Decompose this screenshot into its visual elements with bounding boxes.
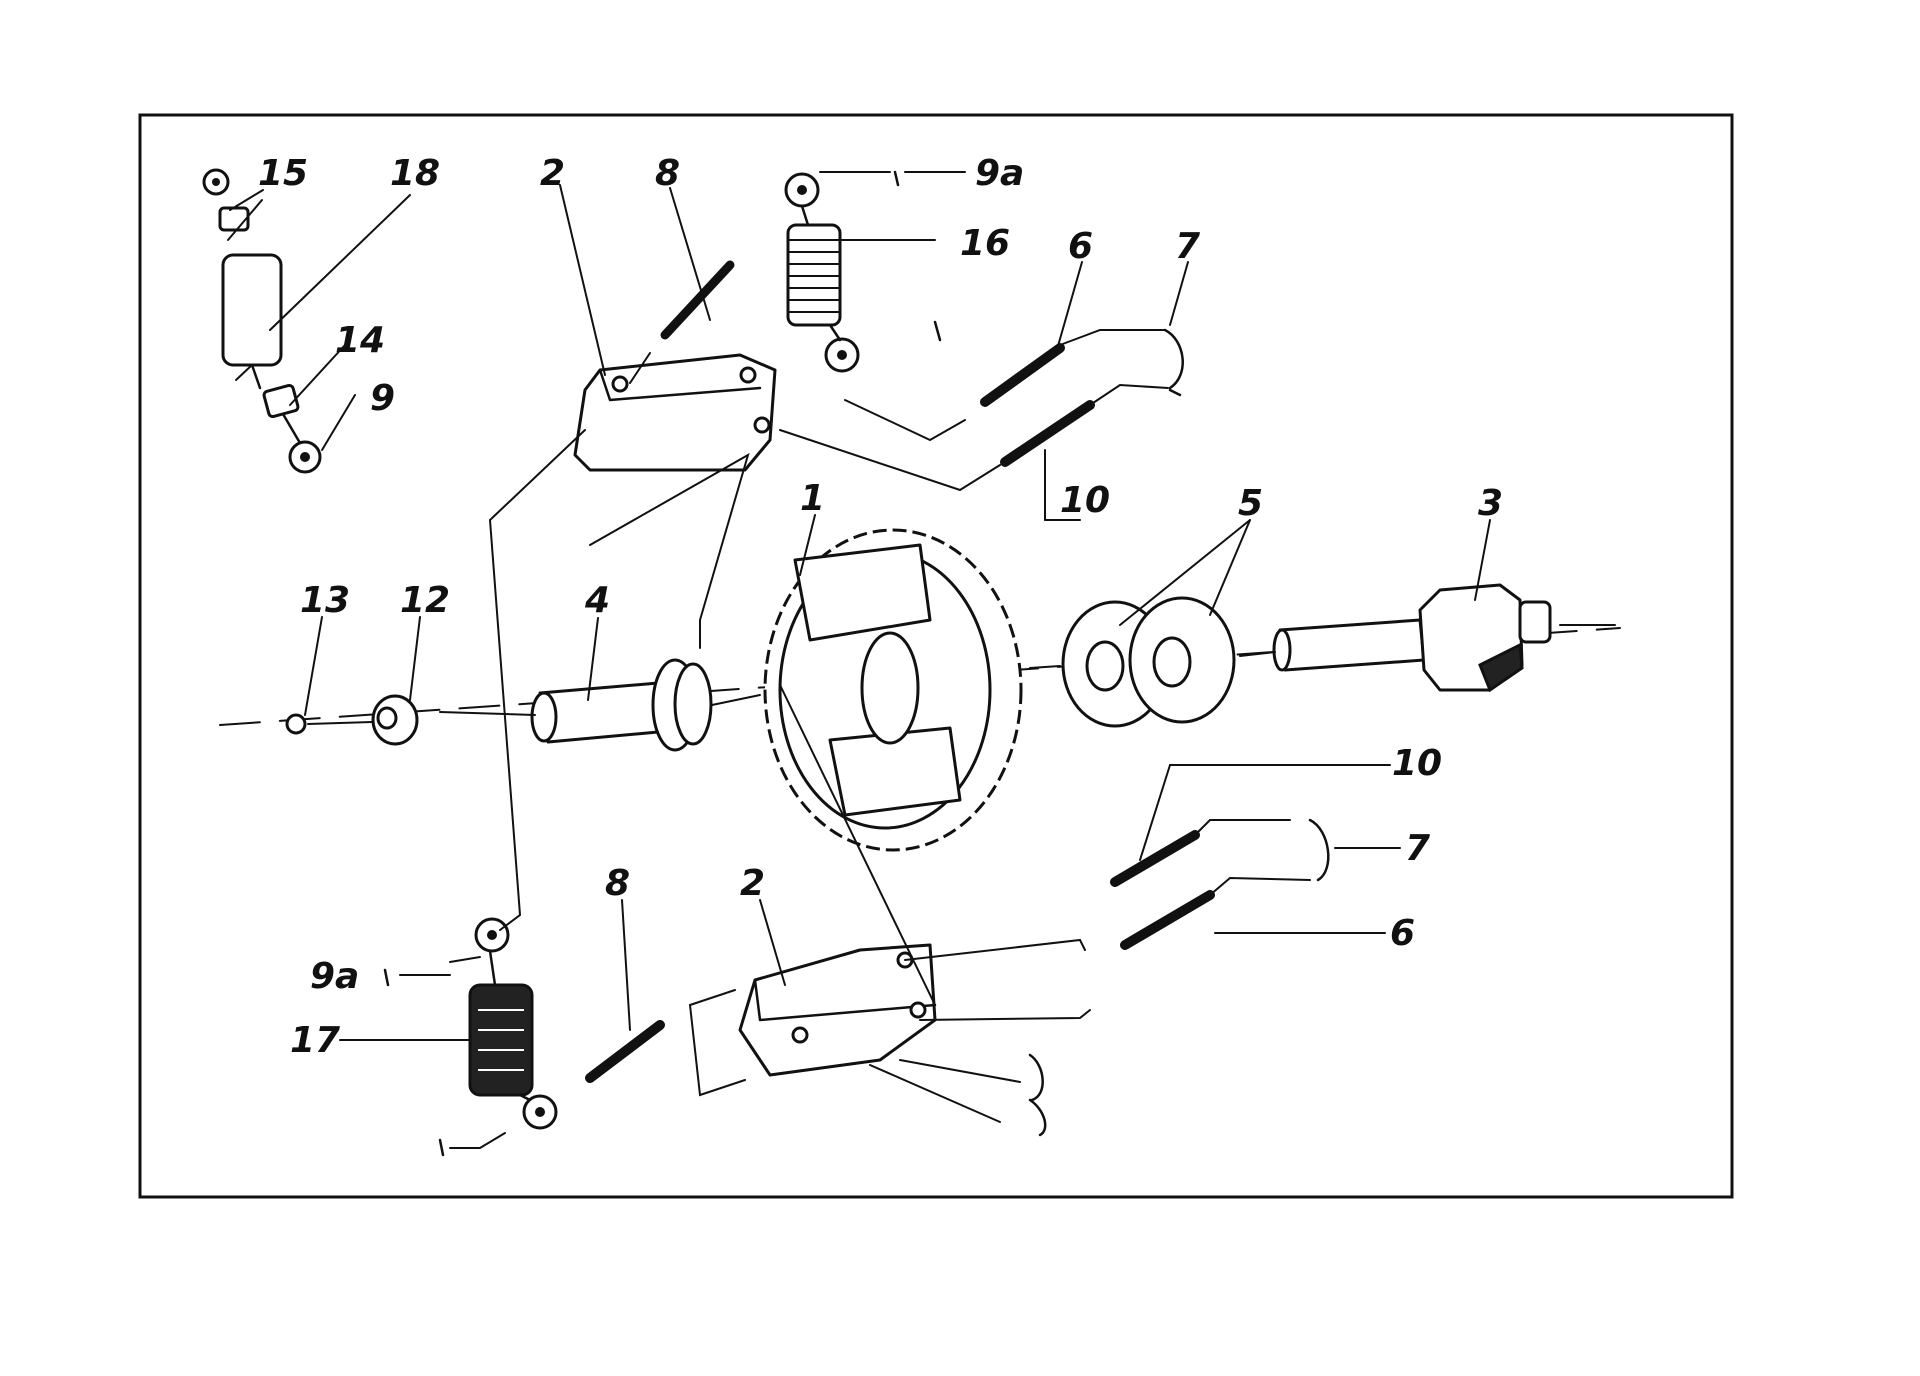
label-18: 18: [390, 153, 440, 194]
washer-5b: [1128, 596, 1236, 724]
label-15: 15: [258, 153, 308, 194]
label-13: 13: [300, 580, 350, 621]
label-10-top: 10: [1060, 480, 1110, 521]
label-2-top: 2: [540, 153, 565, 194]
ball-13: [285, 713, 307, 735]
plug-12: [371, 694, 419, 746]
label-1: 1: [800, 478, 825, 519]
label-3: 3: [1478, 483, 1503, 524]
diagram-frame: [138, 113, 1734, 1199]
pin-10-top: [1000, 400, 1095, 467]
leader-lines: [229, 171, 1491, 1041]
label-6-top: 6: [1068, 226, 1093, 267]
label-9a-bottom: 9a: [310, 956, 359, 997]
label-17: 17: [290, 1020, 340, 1061]
pin-8-bottom: [585, 1020, 665, 1083]
bracket-top: [573, 353, 777, 472]
gear-1: [763, 528, 1023, 852]
label-7-top: 7: [1175, 226, 1200, 267]
pin-6-bottom: [1120, 890, 1215, 950]
label-4: 4: [584, 580, 610, 621]
label-8-top: 8: [655, 153, 680, 194]
sleeve-4: [530, 658, 713, 752]
label-7-bottom: 7: [1405, 828, 1430, 869]
label-9a-top: 9a: [975, 153, 1024, 194]
spring-16: [784, 172, 860, 373]
linkage-assembly-top-left: [202, 168, 322, 474]
connection-lines: [227, 199, 1616, 1149]
bracket-bottom: [738, 943, 937, 1077]
label-9: 9: [370, 378, 395, 419]
label-5: 5: [1238, 483, 1263, 524]
label-6-bottom: 6: [1390, 913, 1415, 954]
label-12: 12: [400, 580, 450, 621]
shaft-3: [1272, 583, 1552, 693]
pin-10-bottom: [1110, 830, 1200, 887]
label-14: 14: [335, 320, 385, 361]
spring-17: [468, 917, 558, 1130]
label-8-bottom: 8: [605, 863, 630, 904]
pin-6-top: [980, 343, 1065, 407]
label-2-bottom: 2: [740, 863, 765, 904]
label-16: 16: [960, 223, 1010, 264]
cotter-keys: [383, 170, 942, 1157]
pin-8-top: [660, 260, 735, 340]
label-10-bottom: 10: [1392, 743, 1442, 784]
